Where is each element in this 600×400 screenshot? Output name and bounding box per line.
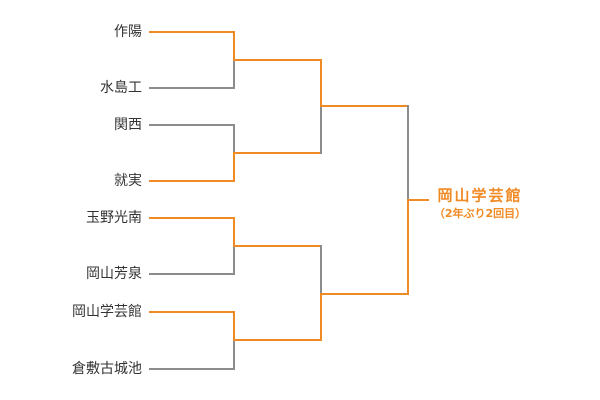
team-label-okayama-hosen: 岡山芳泉: [86, 265, 142, 282]
team-label-kurashiki-kojoike: 倉敷古城池: [72, 361, 142, 377]
bracket-line-shujitsu: [149, 152, 235, 182]
bracket-line-okayama-hosen: [149, 245, 235, 275]
team-label-kanzei: 関西: [114, 117, 142, 133]
champion-note: （2年ぶり2回目）: [434, 206, 526, 220]
bracket-line-okayama-gakugeikan: [149, 311, 235, 341]
team-label-sakuyo: 作陽: [114, 24, 142, 40]
bracket-line-kanzei: [149, 124, 235, 154]
bracket-line-mizushima-ko: [149, 59, 235, 89]
team-label-tamano-konan: 玉野光南: [86, 210, 142, 226]
bracket-line-kurashiki-kojoike: [149, 339, 235, 370]
team-label-mizushima-ko: 水島工: [100, 80, 142, 96]
bracket-line-tamano-konan: [149, 217, 235, 247]
team-label-shujitsu: 就実: [114, 173, 142, 189]
bracket-line-sakuyo: [149, 31, 235, 61]
champion-name: 岡山学芸館: [437, 187, 522, 205]
team-label-okayama-gakugeikan: 岡山学芸館: [72, 303, 142, 320]
